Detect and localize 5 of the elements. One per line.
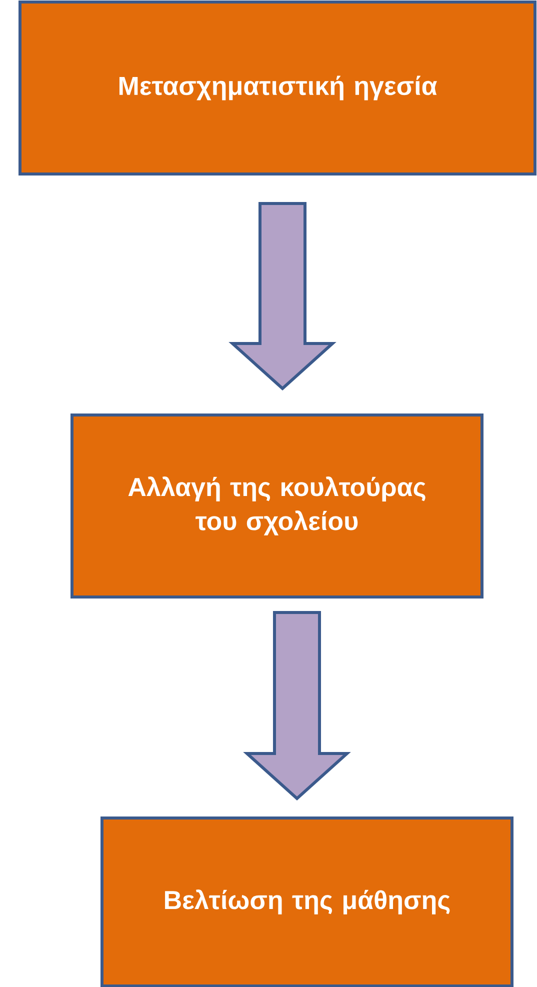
block-arrow — [228, 202, 336, 391]
process-box: Βελτίωση της μάθησης — [100, 816, 514, 987]
process-box: Μετασχηματιστική ηγεσία — [18, 0, 536, 176]
process-box: Αλλαγή της κουλτούρας του σχολείου — [70, 414, 484, 598]
block-arrow — [243, 611, 351, 800]
